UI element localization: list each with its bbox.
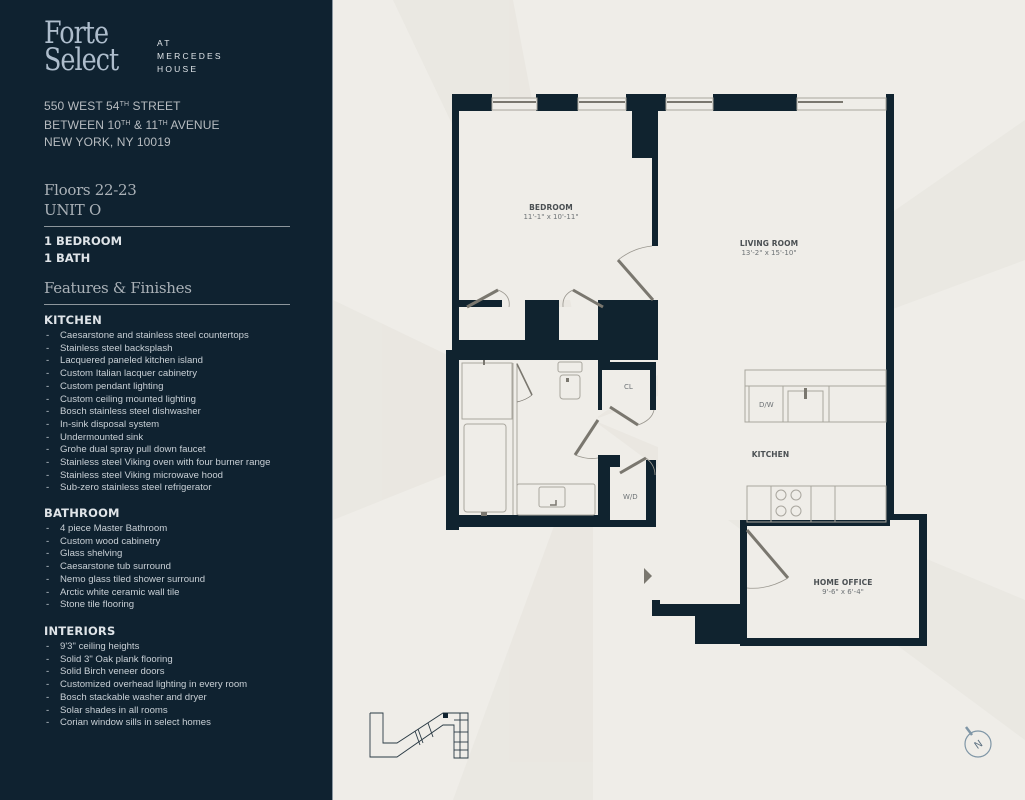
unit-label: UNIT O — [44, 201, 101, 219]
list-item: -Undermounted sink — [46, 431, 144, 443]
bedroom-count: 1 BEDROOM — [44, 234, 123, 248]
sidebar-border — [332, 0, 333, 800]
svg-text:N: N — [973, 739, 985, 752]
logo-sub-mercedes: MERCEDES — [157, 51, 223, 61]
unit-heading: Floors 22-23 UNIT O — [44, 180, 137, 220]
closet-label: CL — [624, 383, 633, 391]
list-item: -Glass shelving — [46, 548, 123, 560]
room-kitchen: KITCHEN — [751, 450, 790, 459]
room-home-office: HOME OFFICE 9'-6" x 6'-4" — [813, 578, 873, 596]
list-item: -Lacquered paneled kitchen island — [46, 355, 203, 367]
divider — [44, 304, 290, 305]
section-title: KITCHEN — [44, 313, 102, 327]
feature-list: -Caesarstone and stainless steel counter… — [44, 330, 270, 495]
list-item: -Solid 3" Oak plank flooring — [46, 653, 173, 665]
address-line-1: 550 WEST 54TH STREET — [44, 99, 181, 113]
list-item: -Stone tile flooring — [46, 599, 135, 611]
floors-label: Floors 22-23 — [44, 181, 137, 199]
list-item: -Custom wood cabinetry — [46, 535, 161, 547]
entry-arrow-icon — [644, 568, 652, 584]
section-interiors: INTERIORS -9'3" ceiling heights -Solid 3… — [44, 623, 247, 730]
list-item: -Solid Birch veneer doors — [46, 666, 165, 678]
list-item: -Solar shades in all rooms — [46, 704, 168, 716]
list-item: -Bosch stackable washer and dryer — [46, 691, 207, 703]
list-item: -Bosch stainless steel dishwasher — [46, 406, 201, 418]
address-line-3: NEW YORK, NY 10019 — [44, 135, 171, 149]
room-bedroom: BEDROOM 11'-1" x 10'-11" — [523, 203, 579, 221]
address-line-2: BETWEEN 10TH & 11TH AVENUE — [44, 118, 220, 132]
logo-sub-house: HOUSE — [157, 64, 199, 74]
list-item: -Stainless steel Viking oven with four b… — [46, 457, 271, 469]
list-item: -Custom Italian lacquer cabinetry — [46, 368, 198, 380]
logo-word-select: Select — [44, 42, 119, 78]
building-key-plan — [369, 712, 469, 759]
list-item: -Customized overhead lighting in every r… — [46, 679, 248, 691]
list-item: -Arctic white ceramic wall tile — [46, 586, 180, 598]
room-living: LIVING ROOM 13'-2" x 15'-10" — [739, 239, 799, 257]
list-item: -Sub-zero stainless steel refrigerator — [46, 482, 212, 494]
list-item: -Custom ceiling mounted lighting — [46, 393, 196, 405]
list-item: -Stainless steel backsplash — [46, 342, 173, 354]
divider — [44, 226, 290, 227]
section-bathroom: BATHROOM -4 piece Master Bathroom -Custo… — [44, 505, 205, 612]
section-kitchen: KITCHEN -Caesarstone and stainless steel… — [44, 312, 270, 495]
unit-summary: 1 BEDROOM 1 BATH — [44, 233, 122, 267]
brand-logo: Forte Select AT MERCEDES HOUSE — [44, 15, 221, 78]
logo-word-forte: Forte — [44, 15, 109, 51]
list-item: -4 piece Master Bathroom — [46, 523, 168, 534]
list-item: -Custom pendant lighting — [46, 380, 164, 392]
list-item: -Nemo glass tiled shower surround — [46, 573, 206, 585]
building-address: 550 WEST 54TH STREET BETWEEN 10TH & 11TH… — [44, 96, 220, 151]
features-title: Features & Finishes — [44, 279, 192, 297]
bath-count: 1 BATH — [44, 251, 91, 265]
logo-subtitle: AT MERCEDES HOUSE — [157, 37, 223, 76]
floor-plan-drawing — [446, 94, 927, 646]
list-item: -Stainless steel Viking microwave hood — [46, 469, 223, 481]
list-item: -9'3" ceiling heights — [46, 641, 140, 652]
info-sidebar: Forte Select AT MERCEDES HOUSE 550 WEST … — [0, 0, 332, 800]
list-item: -In-sink disposal system — [46, 418, 160, 430]
section-title: INTERIORS — [44, 624, 116, 638]
dishwasher-label: D/W — [759, 401, 774, 409]
feature-list: -9'3" ceiling heights -Solid 3" Oak plan… — [44, 641, 247, 730]
list-item: -Grohe dual spray pull down faucet — [46, 444, 206, 456]
list-item: -Caesarstone tub surround — [46, 561, 171, 573]
floor-plan-area: BEDROOM 11'-1" x 10'-11" LIVING ROOM 13'… — [333, 0, 1025, 800]
list-item: -Caesarstone and stainless steel counter… — [46, 330, 249, 341]
feature-list: -4 piece Master Bathroom -Custom wood ca… — [44, 523, 205, 612]
logo-sub-at: AT — [157, 38, 172, 48]
section-title: BATHROOM — [44, 506, 120, 520]
list-item: -Corian window sills in select homes — [46, 717, 211, 729]
washer-dryer-label: W/D — [623, 493, 638, 501]
north-compass-icon: N — [964, 726, 992, 758]
